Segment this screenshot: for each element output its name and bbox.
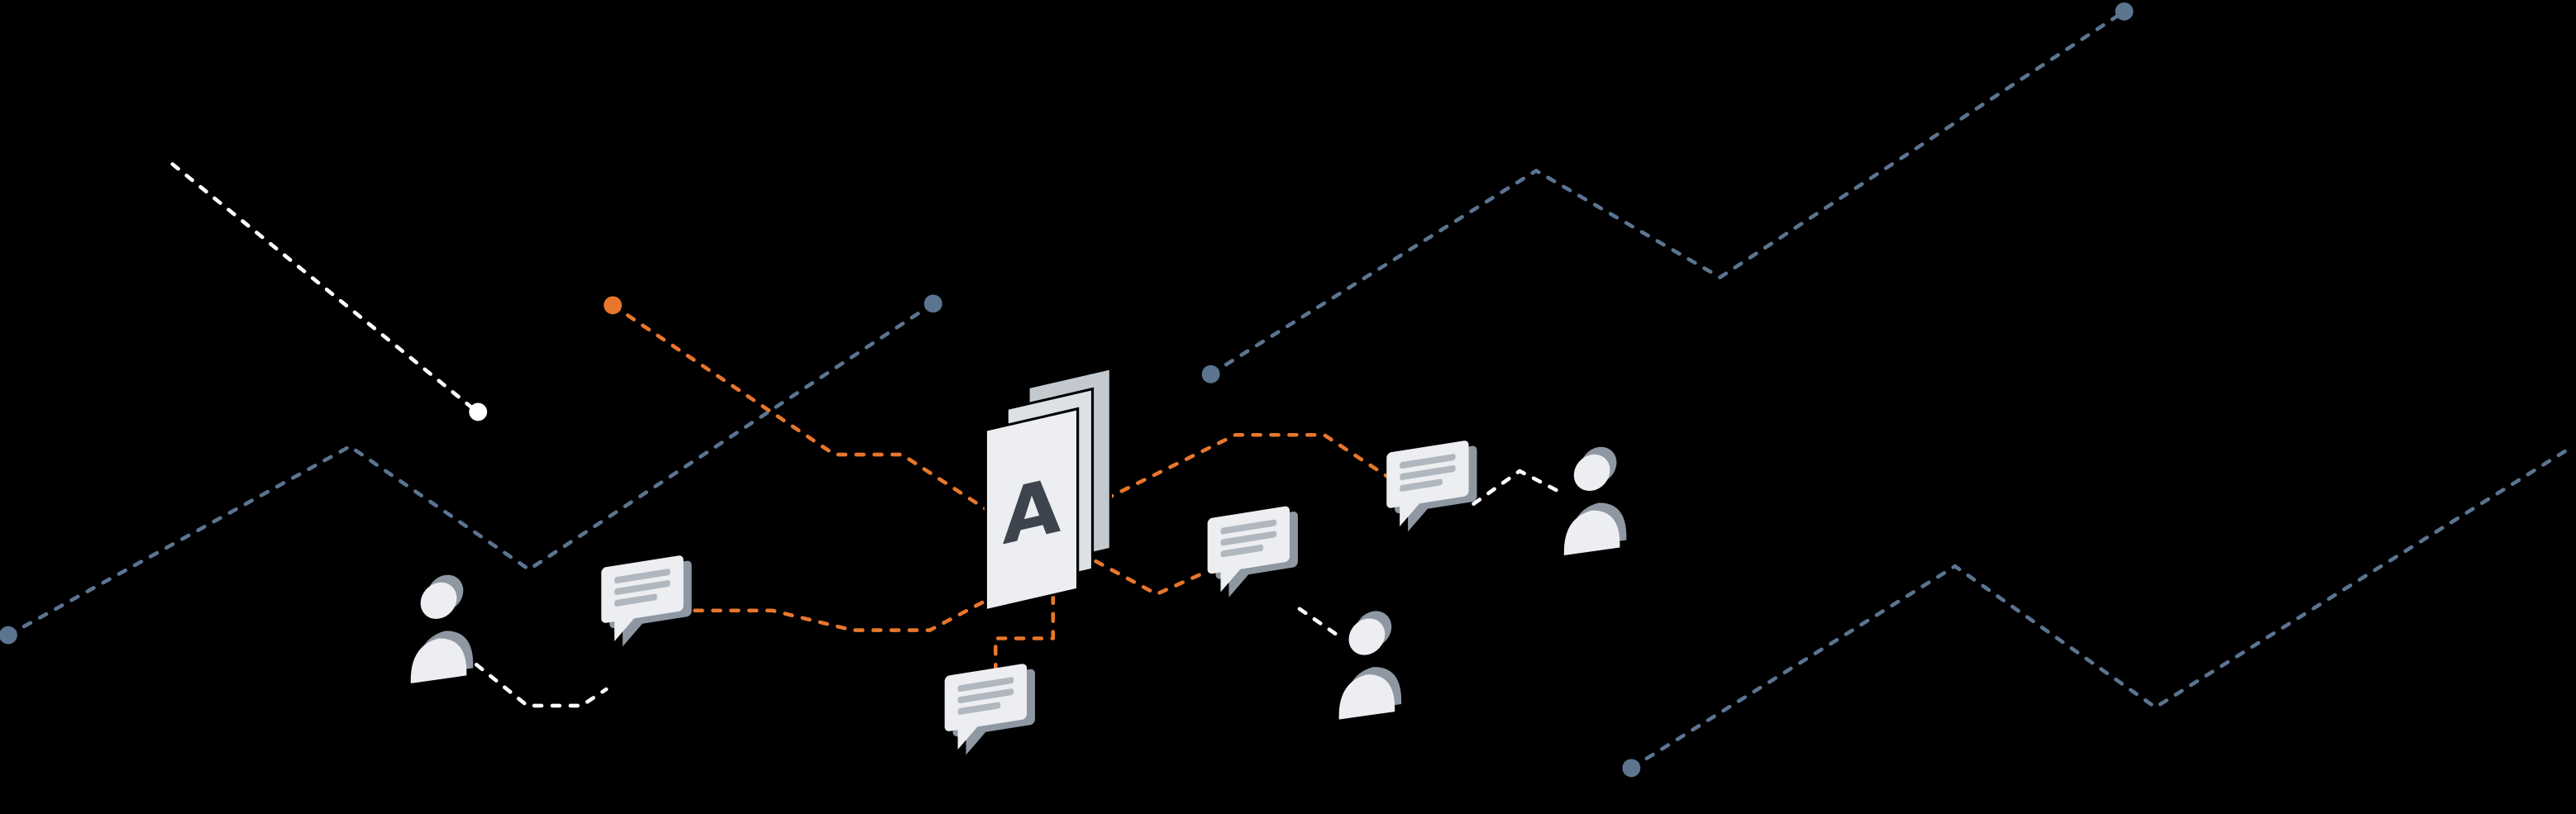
message-bubble-icon	[944, 661, 1035, 759]
person-icon	[1563, 443, 1627, 556]
person-icon	[1338, 607, 1402, 720]
endpoint-dot	[1201, 364, 1220, 383]
endpoint-dot	[469, 402, 488, 421]
white-dashed-connector	[1297, 607, 1344, 640]
slate-zigzag-line	[1629, 444, 2575, 770]
orange-dashed-connector	[1087, 432, 1394, 509]
endpoint-dot	[603, 296, 623, 315]
orange-dashed-connector	[693, 598, 988, 632]
orange-dashed-connector	[610, 303, 1008, 524]
white-dashed-line	[170, 162, 475, 411]
endpoint-dot	[2115, 2, 2134, 21]
orange-dashed-connector	[1094, 559, 1206, 597]
slate-zigzag-line	[6, 302, 936, 637]
document-stack-icon: A	[984, 366, 1112, 612]
document-page	[984, 407, 1080, 612]
orange-dashed-connector	[993, 575, 1056, 688]
endpoint-dot	[0, 626, 17, 645]
person-icon	[410, 571, 474, 683]
slate-zigzag-line	[1209, 9, 2126, 377]
endpoint-dot	[1622, 759, 1641, 778]
message-bubble-icon	[1207, 504, 1298, 601]
white-dashed-connector	[475, 663, 608, 708]
message-bubble-icon	[1386, 438, 1477, 536]
document-letter: A	[1003, 460, 1061, 562]
message-bubble-icon	[601, 553, 692, 650]
white-dashed-connector	[1472, 469, 1560, 506]
endpoint-dot	[923, 294, 942, 313]
